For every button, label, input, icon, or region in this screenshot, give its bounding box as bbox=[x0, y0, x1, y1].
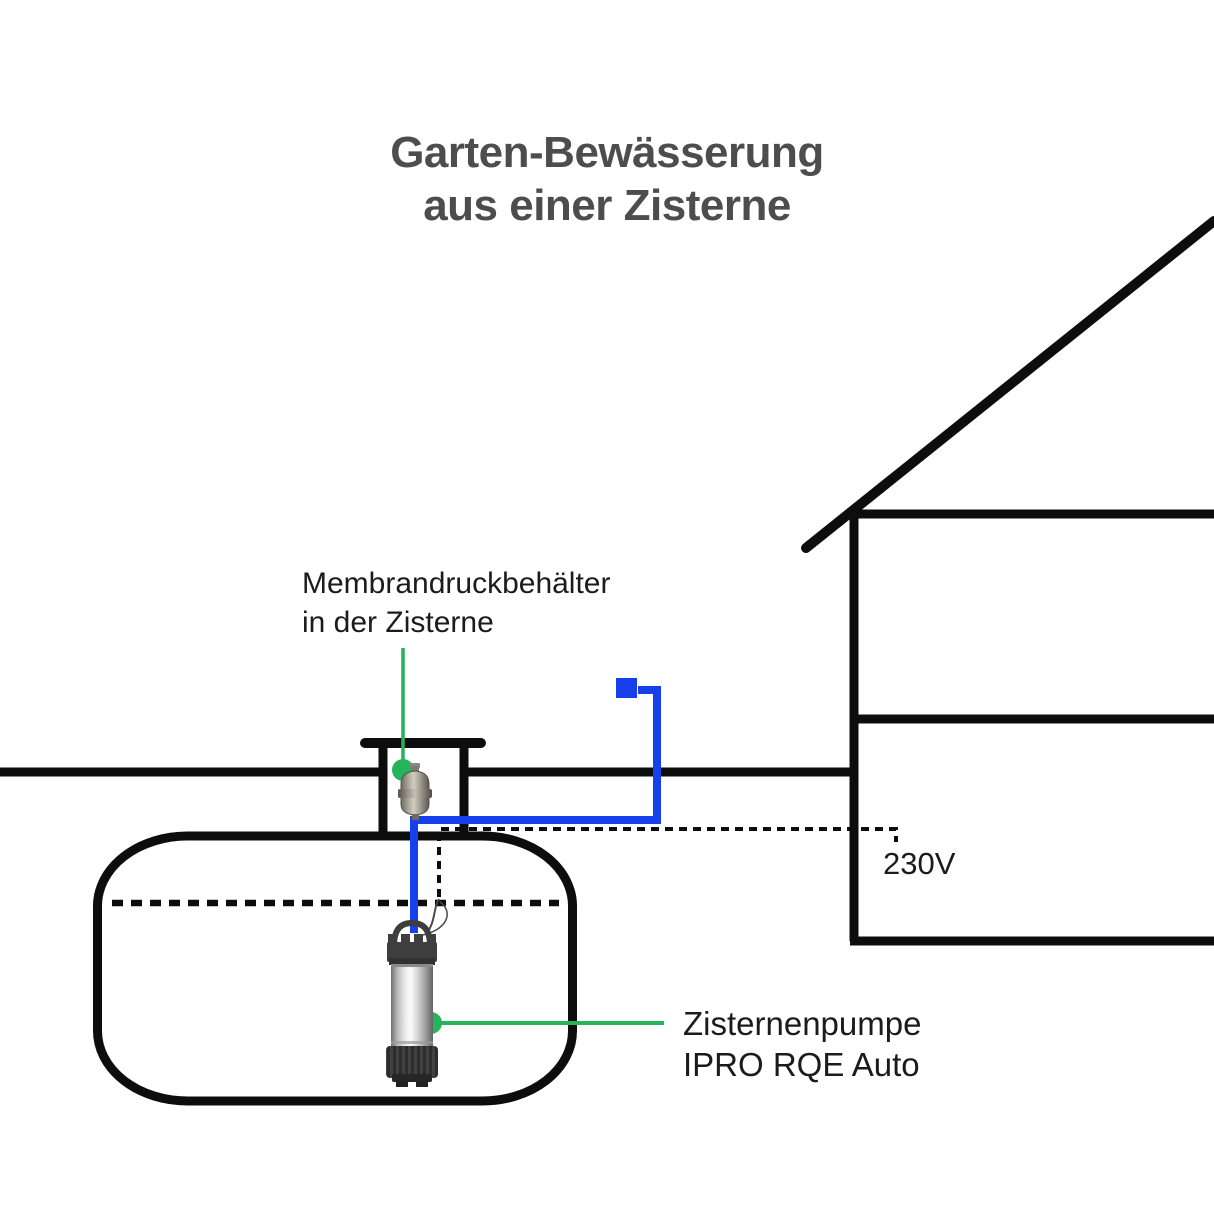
water-pipe bbox=[410, 678, 661, 933]
membrane-vessel-label-line1: Membrandruckbehälter bbox=[302, 567, 611, 600]
pump-graphic bbox=[386, 919, 438, 1087]
membrane-vessel-label-line2: in der Zisterne bbox=[302, 606, 494, 639]
diagram-title: Garten-Bewässerung aus einer Zisterne bbox=[0, 126, 1214, 232]
pump-label-line2: IPRO RQE Auto bbox=[683, 1046, 920, 1083]
pump-handle bbox=[391, 919, 433, 947]
house-outline bbox=[801, 216, 1214, 946]
pump-bottom-cap bbox=[386, 1046, 438, 1078]
pump-label-line1: Zisternenpumpe bbox=[683, 1005, 922, 1042]
diagram-title-line1: Garten-Bewässerung bbox=[390, 128, 824, 177]
cistern-tank bbox=[93, 831, 577, 1106]
cistern-outline bbox=[93, 738, 577, 1106]
membrane-vessel-label: Membrandruckbehälter in der Zisterne bbox=[302, 564, 610, 642]
diagram-title-line2: aus einer Zisterne bbox=[423, 181, 791, 230]
voltage-label: 230V bbox=[883, 846, 956, 881]
pump-top-cap bbox=[387, 942, 437, 962]
house-roof bbox=[801, 216, 1214, 553]
pump-body bbox=[391, 964, 433, 1046]
pipe-outlet-square bbox=[616, 678, 637, 698]
power-cable-line bbox=[417, 827, 898, 937]
pressure-vessel-graphic bbox=[398, 763, 432, 820]
pump-label: Zisternenpumpe IPRO RQE Auto bbox=[683, 1003, 921, 1085]
